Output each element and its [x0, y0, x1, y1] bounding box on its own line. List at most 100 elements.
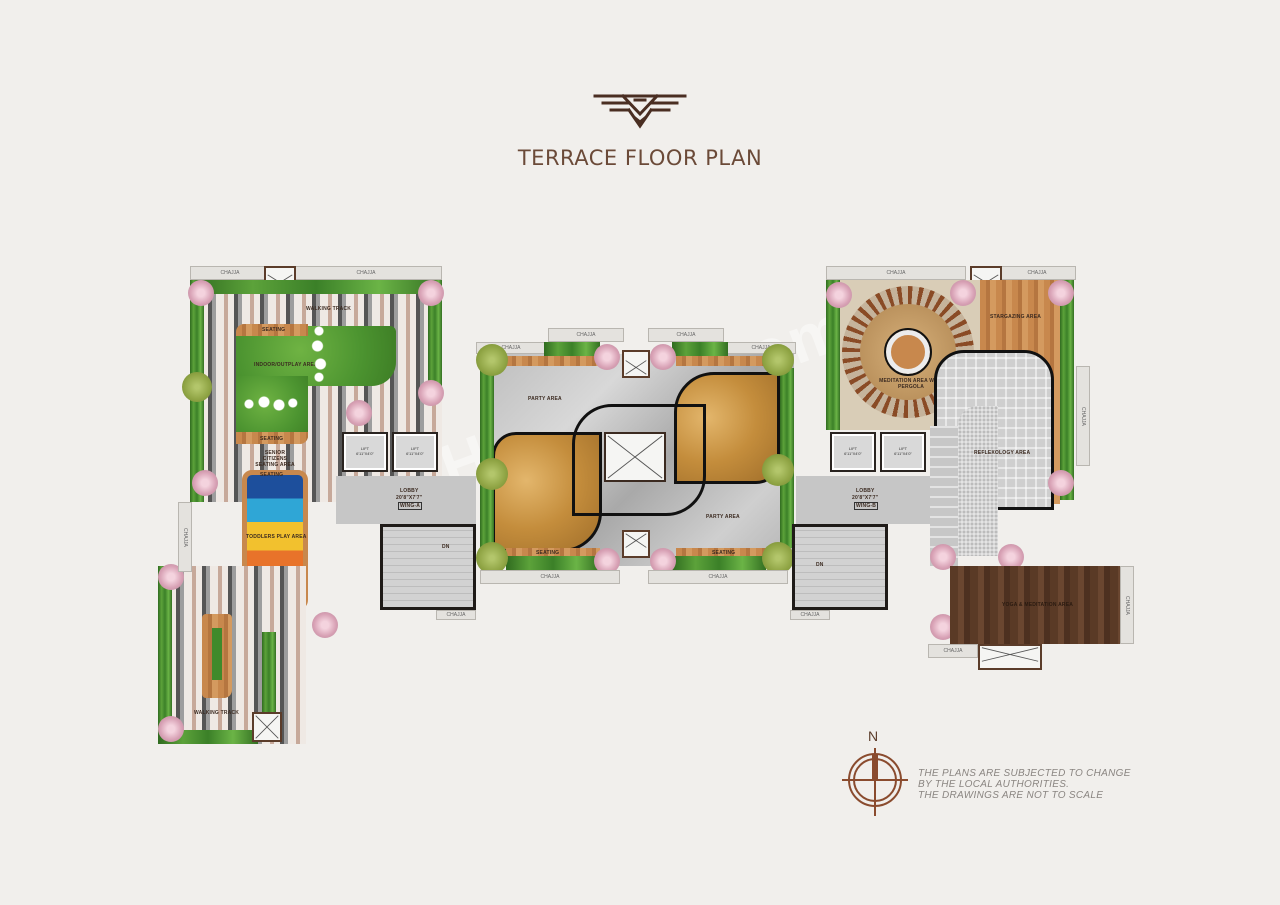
indoor-play-area-label: INDOOR/OUTPLAY AREA	[254, 362, 318, 368]
page-title: TERRACE FLOOR PLAN	[517, 146, 763, 170]
seating-bottom-left	[506, 548, 600, 558]
senior-citizens-label: SENIOR CITIZENS SEATING AREA	[255, 450, 295, 468]
hedge-right	[428, 280, 442, 400]
stair-dn-label: DN	[442, 544, 450, 550]
lobby-wing-b	[796, 476, 936, 524]
hedge-right	[1060, 280, 1074, 500]
round-shrub	[762, 454, 794, 486]
party-area-label: PARTY AREA	[528, 396, 562, 402]
round-shrub	[476, 542, 508, 574]
hedge-bottom-right	[672, 556, 766, 570]
right-wing: CHAJJA CHAJJA MEDITATION AREA WITH PERGO…	[822, 266, 1134, 670]
chajja-left: CHAJJA	[178, 502, 192, 572]
seating-top-left	[506, 356, 600, 366]
staircase	[380, 524, 476, 610]
chajja: CHAJJA	[648, 328, 724, 342]
seating-label: SEATING	[536, 550, 560, 556]
stargazing-area-label: STARGAZING AREA	[990, 314, 1042, 320]
yoga-deck	[950, 566, 1120, 644]
round-shrub	[182, 372, 212, 402]
hedge-bottom-left	[506, 556, 600, 570]
chajja-top-right: CHAJJA	[290, 266, 442, 280]
flower-plant	[950, 280, 976, 306]
seating-bottom	[236, 432, 308, 444]
reflexology-area-label: REFLEXOLOGY AREA	[974, 450, 1031, 456]
party-area-label: PARTY AREA	[706, 514, 740, 520]
chajja: CHAJJA	[790, 610, 830, 620]
flower-plant	[192, 470, 218, 496]
lobby-label: LOBBY	[856, 488, 875, 494]
center-party-area: CHAJJA CHAJJA CHAJJA CHAJJA SEATING SEAT…	[476, 328, 800, 590]
flower-plant	[418, 380, 444, 406]
chajja: CHAJJA	[998, 266, 1076, 280]
flower-plant	[594, 344, 620, 370]
flower-plant	[346, 400, 372, 426]
walking-track-label: WALKING TRACK	[306, 306, 352, 312]
flower-plant	[418, 280, 444, 306]
hedge-lower-left	[158, 566, 172, 744]
disclaimer-text: THE PLANS ARE SUBJECTED TO CHANGE BY THE…	[918, 768, 1131, 801]
seating-top	[236, 324, 308, 336]
flower-plant	[650, 344, 676, 370]
hedge-top-right	[672, 342, 728, 356]
chajja: CHAJJA	[928, 644, 978, 658]
eagle-emblem-icon	[593, 92, 687, 132]
flower-plant	[826, 282, 852, 308]
flower-plant	[650, 548, 676, 574]
chajja: CHAJJA	[826, 266, 966, 280]
stepping-stones	[304, 322, 334, 382]
round-shrub	[476, 458, 508, 490]
walking-track-label: WALKING TRACK	[194, 710, 240, 716]
flower-plant	[1048, 470, 1074, 496]
hedge-lower-right	[262, 632, 276, 732]
chajja: CHAJJA	[436, 610, 476, 620]
chajja: CHAJJA	[1120, 566, 1134, 644]
lobby-wing-a	[336, 476, 476, 524]
duct-shaft-top	[622, 350, 650, 378]
seating-bottom-right	[676, 548, 770, 558]
north-compass-icon: N	[842, 728, 908, 816]
round-shrub	[762, 344, 794, 376]
duct-shaft	[252, 712, 282, 742]
chajja: CHAJJA	[1076, 366, 1090, 466]
seating-label: SEATING	[262, 327, 286, 333]
hedge-top-left	[544, 342, 600, 356]
hedge-left	[826, 280, 840, 430]
flower-plant	[188, 280, 214, 306]
walking-track-lower	[158, 566, 306, 744]
flower-plant	[930, 544, 956, 570]
staircase	[792, 524, 888, 610]
pergola-label: MEDITATION AREA WITH PERGOLA	[879, 378, 943, 390]
lobby-size: 20'8"X7'7"	[852, 495, 879, 501]
duct-shaft-bottom	[622, 530, 650, 558]
round-shrub	[762, 542, 794, 574]
flower-plant	[594, 548, 620, 574]
seating-planter	[212, 628, 222, 680]
reflexology-lower	[930, 426, 958, 566]
seating-label: SEATING	[260, 436, 284, 442]
chajja: CHAJJA	[480, 570, 620, 584]
lobby-label: LOBBY	[400, 488, 419, 494]
flower-plant	[158, 716, 184, 742]
wing-label: WING-B	[854, 502, 879, 510]
stepping-stones	[240, 394, 300, 414]
hedge-top	[190, 280, 442, 294]
chajja: CHAJJA	[648, 570, 788, 584]
seating-label: SEATING	[260, 472, 284, 478]
pergola-center	[884, 328, 932, 376]
flower-plant	[998, 544, 1024, 570]
flower-plant	[1048, 280, 1074, 306]
seating-label: SEATING	[712, 550, 736, 556]
flower-plant	[312, 612, 338, 638]
central-shaft	[604, 432, 666, 482]
seating-top-right	[676, 356, 770, 366]
yoga-area-label: YOGA & MEDITATION AREA	[1002, 602, 1074, 608]
round-shrub	[476, 344, 508, 376]
stair-dn-label: DN	[816, 562, 824, 568]
chajja-top-left: CHAJJA	[190, 266, 270, 280]
